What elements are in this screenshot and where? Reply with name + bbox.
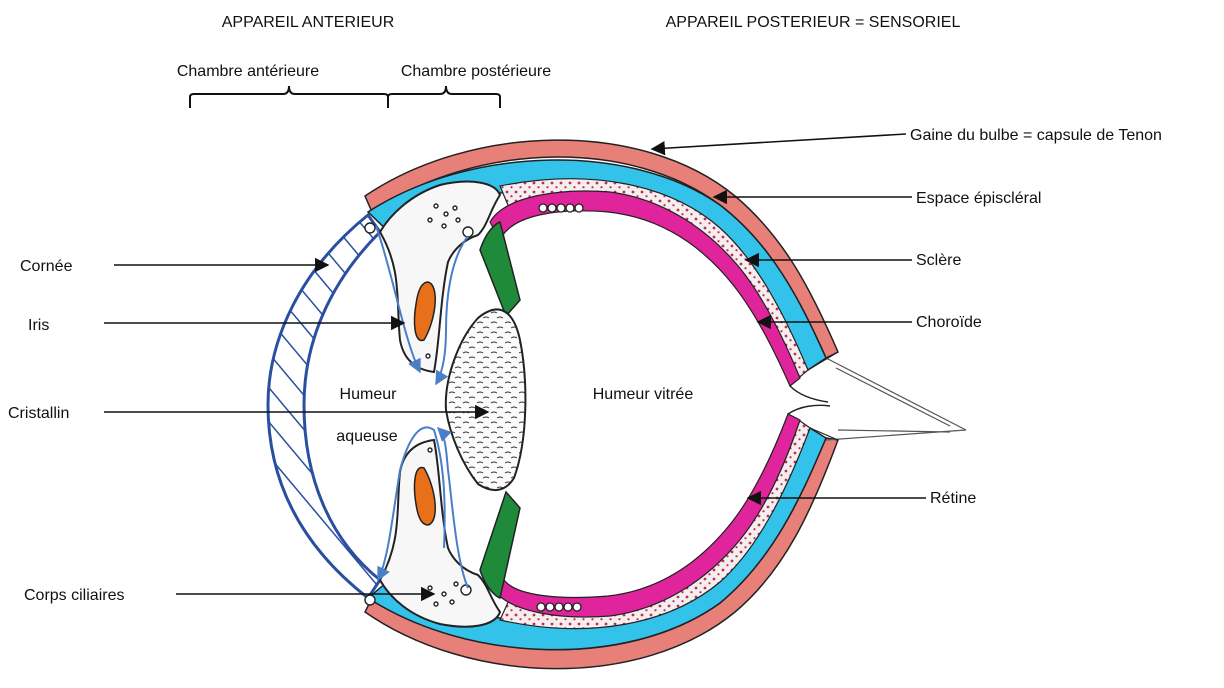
anterior-chamber-label: Chambre antérieure — [177, 63, 319, 80]
retina-cells-lower — [537, 603, 581, 611]
optic-disc-upper-edge — [790, 386, 828, 402]
posterior-chamber-brace — [388, 86, 500, 108]
aqueous-humor-label-line2: aqueuse — [336, 428, 397, 445]
cornea — [268, 215, 380, 598]
anterior-chamber-brace — [190, 86, 388, 108]
sclera-label: Sclère — [916, 252, 961, 269]
choroid-label: Choroïde — [916, 314, 982, 331]
anterior-apparatus-header: APPAREIL ANTERIEUR — [222, 14, 395, 31]
ciliary-body-label: Corps ciliaires — [24, 587, 124, 604]
episcleral-space-label: Espace épiscléral — [916, 190, 1041, 207]
lens-label: Cristallin — [8, 405, 69, 422]
optic-disc-lower-edge — [788, 405, 830, 414]
posterior-chamber-label: Chambre postérieure — [401, 63, 551, 80]
iris-label: Iris — [28, 317, 49, 334]
ciliary-muscle-upper — [480, 222, 520, 316]
aqueous-humor-label-line1: Humeur — [340, 386, 398, 403]
retina-cells-upper — [539, 204, 583, 212]
cornea-label: Cornée — [20, 258, 73, 275]
lens — [446, 309, 526, 490]
tenon-capsule-label: Gaine du bulbe = capsule de Tenon — [910, 127, 1162, 144]
optic-nerve — [826, 358, 966, 440]
posterior-apparatus-header: APPAREIL POSTERIEUR = SENSORIEL — [666, 14, 961, 31]
vitreous-humor-label: Humeur vitrée — [593, 386, 694, 403]
retina-label: Rétine — [930, 490, 976, 507]
ciliary-muscle-lower — [480, 492, 520, 598]
tenon-capsule-pointer — [652, 134, 906, 149]
